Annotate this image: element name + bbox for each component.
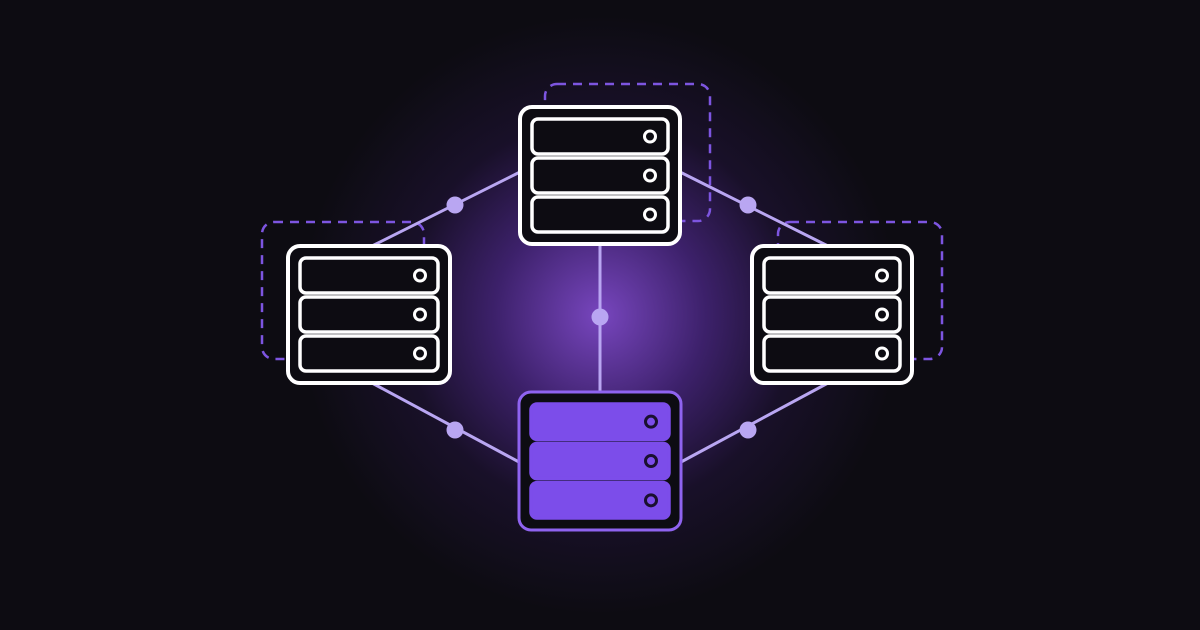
connector-dot-icon-top-left [446,196,464,214]
server-unit-top-3 [530,195,670,234]
connector-dot-icon-top-bottom [591,308,609,326]
connections [370,170,830,464]
server-unit-left-2 [298,295,440,334]
server-rack-icon-left [286,244,452,385]
status-light-icon-bottom-2 [644,454,658,468]
status-light-icon-left-3 [413,346,427,361]
connection-line-left-bottom [370,381,521,464]
status-light-icon-right-3 [875,346,889,361]
server-unit-right-2 [762,295,902,334]
status-light-icon-bottom-3 [644,493,658,508]
dashed-frame-top [543,82,712,223]
server-unit-left-3 [298,334,440,373]
status-light-icon-right-2 [875,307,889,322]
status-light-icon-top-1 [643,129,657,144]
connector-dot-icon-right-bottom [739,421,757,439]
server-unit-right-3 [762,334,902,373]
server-unit-right-1 [762,256,902,295]
status-light-icon-left-1 [413,268,427,283]
server-unit-left-1 [298,256,440,295]
server-rack-icon-bottom [517,390,683,532]
server-rack-icon-top [518,105,682,246]
server-rack-icon-right [750,244,914,385]
server-nodes [286,105,914,532]
server-unit-bottom-3 [529,480,671,520]
server-unit-top-2 [530,156,670,195]
server-frame-top [518,105,682,246]
status-light-icon-bottom-1 [644,414,658,429]
connection-line-right-bottom [679,381,830,464]
connector-dot-icon-top-right [739,196,757,214]
status-light-icon-right-1 [875,268,889,283]
status-light-icon-top-3 [643,207,657,222]
server-unit-bottom-1 [529,402,671,442]
status-light-icon-left-2 [413,307,427,322]
server-frame-left [286,244,452,385]
connector-dot-icon-left-bottom [446,421,464,439]
server-frame-right [750,244,914,385]
server-unit-bottom-2 [529,441,671,481]
connection-line-top-left [370,170,522,248]
status-light-icon-top-2 [643,168,657,183]
server-unit-top-1 [530,117,670,156]
